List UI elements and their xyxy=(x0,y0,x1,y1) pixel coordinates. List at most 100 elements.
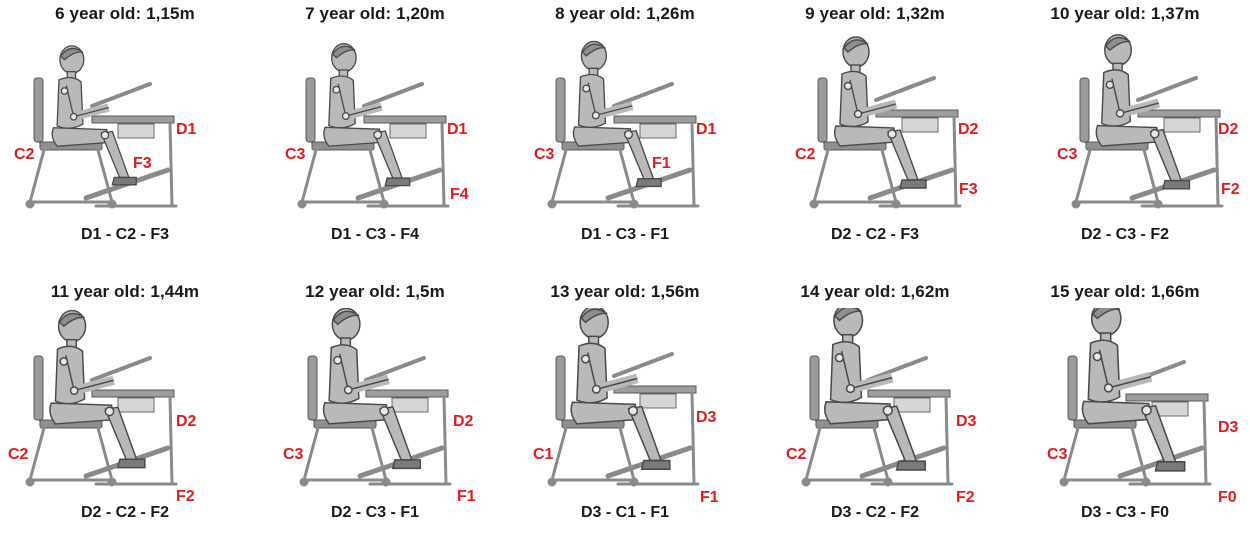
shoulder-joint xyxy=(843,81,853,91)
elbow-joint xyxy=(341,112,350,120)
desk-height-label: D2 xyxy=(1218,121,1239,138)
chair-height-label: C3 xyxy=(1047,446,1068,463)
desk-drawer xyxy=(893,397,931,413)
elbow-joint xyxy=(69,386,79,396)
chair-foot xyxy=(25,477,35,487)
foot xyxy=(384,177,411,187)
desk-tilted-top xyxy=(1136,76,1198,102)
foot xyxy=(635,178,662,188)
hair xyxy=(332,310,360,326)
panel-title: 12 year old: 1,5m xyxy=(305,282,445,301)
desk-tilted-top xyxy=(874,76,936,102)
chair-backrest xyxy=(1067,355,1078,421)
shoulder-joint xyxy=(332,85,341,94)
chair-frame xyxy=(812,148,898,204)
chair-backrest xyxy=(555,355,566,421)
shoulder-joint xyxy=(60,87,69,95)
chair-frame xyxy=(302,426,388,482)
footrest-label: F3 xyxy=(133,155,152,172)
desk-top xyxy=(363,115,447,124)
panel-age-9: 9 year old: 1,32m D2 C2 F3 D2 - C2 - F3 xyxy=(750,0,1000,278)
desk-top xyxy=(875,109,959,118)
desk-tilted-top xyxy=(362,82,424,108)
chair xyxy=(809,77,901,209)
hair xyxy=(58,312,85,328)
size-combination: D1 - C3 - F1 xyxy=(580,226,669,243)
desk-tilted-top xyxy=(90,82,152,108)
seated-child-illustration xyxy=(547,40,700,209)
illustration-group xyxy=(25,309,178,487)
elbow-joint xyxy=(1115,109,1125,118)
seated-child-illustration xyxy=(1071,34,1224,209)
foot xyxy=(1162,179,1191,190)
knee-joint xyxy=(100,130,110,140)
footrest-label: F1 xyxy=(700,489,719,506)
desk-legs xyxy=(368,395,452,486)
shoulder-joint xyxy=(582,84,591,93)
chair-foot xyxy=(25,199,35,209)
desk-height-label: D2 xyxy=(958,121,979,138)
panel-age-8: 8 year old: 1,26m D1 C3 F1 D1 - C3 - F1 xyxy=(500,0,750,278)
desk-top xyxy=(613,115,697,124)
child-figure xyxy=(1095,34,1191,190)
desk-drawer xyxy=(389,123,427,139)
child-figure xyxy=(572,40,662,188)
panel-age-7: 7 year old: 1,20m D1 C3 F4 D1 - C3 - F4 xyxy=(250,0,500,278)
footrest-label: F1 xyxy=(457,488,476,505)
desk-height-label: D1 xyxy=(696,121,717,138)
chair-height-label: C3 xyxy=(283,446,304,463)
size-combination: D2 - C2 - F3 xyxy=(830,226,919,243)
footrest-label: F4 xyxy=(450,186,469,203)
child-figure xyxy=(49,309,146,469)
size-combination: D2 - C3 - F2 xyxy=(1080,226,1169,243)
desk-top xyxy=(1137,109,1221,118)
panel-title: 8 year old: 1,26m xyxy=(555,4,695,23)
desk-legs xyxy=(94,121,178,208)
chair-frame xyxy=(28,148,114,204)
size-combination: D1 - C3 - F4 xyxy=(330,226,419,243)
size-combination: D2 - C2 - F2 xyxy=(80,504,169,521)
desk-height-label: D2 xyxy=(176,413,197,430)
seated-child-illustration xyxy=(809,36,962,209)
illustration-group xyxy=(25,45,178,209)
elbow-joint xyxy=(591,111,600,120)
thigh xyxy=(1081,400,1152,425)
footrest-label: F3 xyxy=(959,181,978,198)
chair-height-label: C2 xyxy=(795,146,816,163)
thigh xyxy=(323,126,383,147)
chair-foot xyxy=(547,477,557,487)
shoulder-joint xyxy=(1105,80,1115,90)
chair-foot xyxy=(297,199,307,209)
shoulder-joint xyxy=(59,357,69,366)
size-combination: D3 - C2 - F2 xyxy=(830,504,919,521)
desk-height-label: D1 xyxy=(176,121,197,138)
elbow-joint xyxy=(343,385,353,395)
illustration-group xyxy=(1071,34,1224,209)
thigh xyxy=(570,401,639,425)
thigh xyxy=(833,125,897,147)
desk-drawer xyxy=(901,117,939,133)
panel-age-15: 15 year old: 1,66m D3 C3 F0 D3 - C3 - F0 xyxy=(1000,278,1250,556)
child-figure xyxy=(1081,308,1186,472)
footrest-label: F1 xyxy=(652,155,671,172)
foot xyxy=(111,176,137,186)
foot xyxy=(391,459,422,470)
panel-age-10: 10 year old: 1,37m D2 C3 F2 D2 - C3 - F2 xyxy=(1000,0,1250,278)
knee-joint xyxy=(1141,405,1152,416)
hair xyxy=(843,39,869,53)
hair xyxy=(1091,308,1121,320)
shoulder-joint xyxy=(1092,351,1102,362)
hair xyxy=(331,45,356,59)
illustration-group xyxy=(297,43,450,209)
thigh xyxy=(322,401,390,425)
panel-title: 14 year old: 1,62m xyxy=(800,282,950,301)
desk-tilted-top xyxy=(364,356,426,382)
chair-foot xyxy=(801,477,811,487)
knee-joint xyxy=(627,405,639,416)
elbow-joint xyxy=(845,383,856,394)
desk-legs xyxy=(1128,399,1212,486)
desk-drawer xyxy=(639,123,677,139)
size-combination: D3 - C3 - F0 xyxy=(1080,504,1169,521)
desk-drawer xyxy=(1163,117,1201,133)
